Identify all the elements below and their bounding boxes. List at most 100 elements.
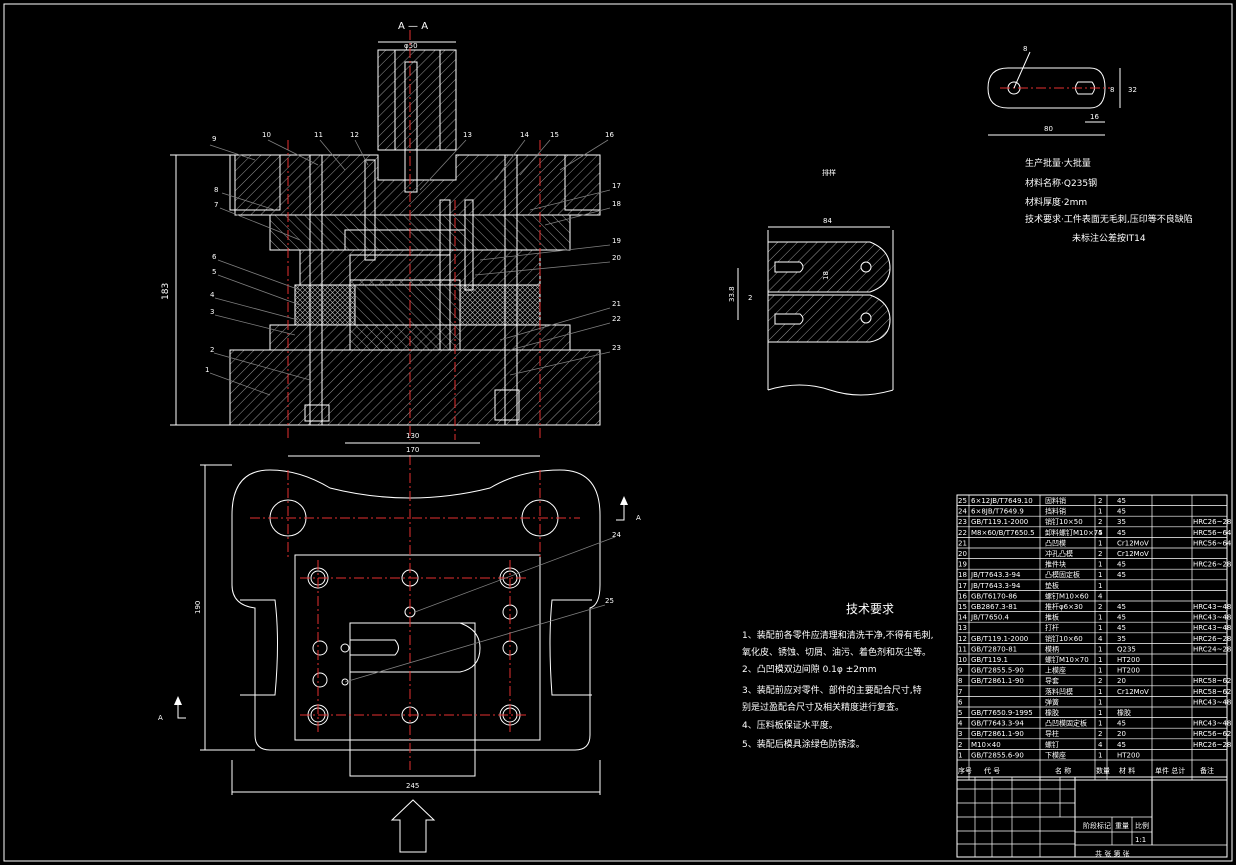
bom-cell-name: 冲孔凸模	[1045, 549, 1073, 558]
bom-cell-name: 螺钉	[1045, 740, 1059, 749]
bom-cell-name: 推件块	[1045, 560, 1066, 569]
tech-item-2: 氧化皮、锈蚀、切屑、油污、着色剂和灰尘等。	[742, 646, 931, 658]
bom-cell-no: 19	[958, 561, 967, 569]
bom-cell-code: JB/T7650.4	[970, 614, 1010, 622]
balloon-18: 18	[612, 200, 621, 208]
balloon-20: 20	[612, 254, 621, 262]
bom-header-cell: 单件 总计	[1155, 766, 1185, 775]
bom-cell-no: 17	[958, 582, 967, 590]
bom-cell-no: 8	[958, 677, 962, 685]
bom-cell-code: GB/T2870-81	[971, 645, 1017, 653]
dim-245: 245	[406, 782, 419, 790]
bom-cell-no: 21	[958, 539, 967, 547]
bom-cell-qty: 1	[1098, 508, 1102, 516]
bom-cell-no: 16	[958, 592, 967, 600]
balloon-12: 12	[350, 131, 359, 139]
bom-cell-note: HRC43~48	[1193, 720, 1231, 728]
bom-cell-mat: 45	[1117, 603, 1126, 611]
balloon-21: 21	[612, 300, 621, 308]
tech-item-3: 2、凸凹模双边间隙 0.1φ ±2mm	[742, 663, 877, 675]
strip-dim-84: 84	[823, 217, 832, 225]
bom-cell-no: 22	[958, 529, 967, 537]
bom-cell-note: HRC43~48	[1193, 624, 1231, 632]
bom-cell-name: 推板	[1045, 613, 1059, 622]
bom-cell-code: GB2867.3-81	[971, 603, 1017, 611]
bom-cell-mat: 45	[1117, 508, 1126, 516]
bom-cell-qty: 1	[1098, 709, 1102, 717]
title-mark: 阶段标记	[1083, 821, 1111, 830]
bom-cell-qty: 1	[1098, 656, 1102, 664]
bom-header-cell: 备注	[1200, 766, 1214, 775]
bom-header-cell: 数量	[1096, 766, 1110, 775]
strip-dim-33-8: 33.8	[728, 286, 736, 302]
bom-cell-name: 橡胶	[1045, 708, 1059, 717]
title-weight: 重量	[1115, 822, 1129, 830]
bom-cell-qty: 1	[1098, 561, 1102, 569]
bom-cell-note: HRC26~28	[1193, 561, 1231, 569]
balloons: 9 8 7 6 5 4 3 2 1 10 11 12 13 14 15 16 1…	[205, 131, 621, 396]
bom-cell-mat: 35	[1117, 518, 1126, 526]
bom-cell-name: 螺钉M10×60	[1045, 591, 1089, 600]
bom-cell-no: 18	[958, 571, 967, 579]
balloon-19: 19	[612, 237, 621, 245]
bom-cell-code: GB/T6170-86	[971, 592, 1018, 600]
bom-cell-name: 销钉10×60	[1045, 634, 1083, 643]
bom-cell-code: M10×40	[971, 741, 1001, 749]
part-dim-r8: 8	[1023, 45, 1027, 53]
strip-dim-2: 2	[748, 294, 752, 302]
balloon-15: 15	[550, 131, 559, 139]
bom-cell-qty: 1	[1098, 645, 1102, 653]
part-info-line2: 材料名称·Q235钢	[1025, 177, 1097, 189]
bom-cell-name: 卸料螺钉M10×75	[1045, 528, 1103, 537]
bom-cell-name: 落料凹模	[1045, 687, 1073, 696]
bom-cell-code: JB/T7643.3-94	[970, 582, 1021, 590]
bom-cell-qty: 1	[1098, 720, 1102, 728]
balloon-8: 8	[214, 186, 218, 194]
part-dim-32: 32	[1128, 86, 1137, 94]
section-label: A — A	[398, 21, 428, 32]
bom-cell-qty: 1	[1098, 614, 1102, 622]
dim-phi50: φ50	[404, 42, 418, 50]
bom-cell-qty: 1	[1098, 624, 1102, 632]
balloon-22: 22	[612, 315, 621, 323]
dim-130: 130	[406, 432, 419, 440]
balloon-14: 14	[520, 131, 529, 139]
bom-cell-qty: 2	[1098, 730, 1102, 738]
bom-cell-qty: 1	[1098, 667, 1102, 675]
bom-cell-no: 15	[958, 603, 967, 611]
bom-cell-name: 销钉10×50	[1045, 517, 1083, 526]
bom-cell-mat: 45	[1117, 561, 1126, 569]
bom-cell-no: 3	[958, 730, 962, 738]
bom-cell-qty: 4	[1098, 635, 1103, 643]
bom-cell-qty: 4	[1098, 741, 1103, 749]
bom-cell-qty: 1	[1098, 698, 1102, 706]
bom-cell-name: 上模座	[1045, 666, 1066, 675]
bom-cell-no: 12	[958, 635, 967, 643]
bom-cell-note: HRC43~48	[1193, 614, 1231, 622]
tech-item-6: 4、压料板保证水平度。	[742, 719, 838, 731]
bom-cell-code: GB/T2861.1-90	[971, 677, 1024, 685]
balloon-9: 9	[212, 135, 216, 143]
bom-cell-name: 模柄	[1045, 644, 1059, 653]
bom-cell-name: 弹簧	[1045, 697, 1059, 706]
balloon-17: 17	[612, 182, 621, 190]
bom-cell-name: 下模座	[1045, 750, 1066, 759]
tech-title: 技术要求	[846, 602, 894, 616]
bom-cell-no: 9	[958, 667, 962, 675]
bom-cell-mat: 20	[1117, 730, 1126, 738]
bom-cell-mat: 45	[1117, 720, 1126, 728]
title-sheet: 共 张 第 张	[1095, 849, 1130, 858]
balloon-6: 6	[212, 253, 217, 261]
part-info-line1: 生产批量·大批量	[1025, 157, 1091, 169]
bom-cell-qty: 2	[1098, 550, 1102, 558]
bom-cell-note: HRC56~62	[1193, 730, 1231, 738]
bom-cell-mat: HT200	[1117, 751, 1140, 759]
bom-cell-code: GB/T119.1	[971, 656, 1008, 664]
bom-cell-qty: 4	[1098, 529, 1103, 537]
bom-cell-mat: Q235	[1117, 645, 1136, 653]
tech-item-5: 别是过盈配合尺寸及相关精度进行复查。	[742, 701, 904, 713]
bom-cell-name: 挡料销	[1045, 507, 1066, 516]
bom-cell-mat: 45	[1117, 741, 1126, 749]
